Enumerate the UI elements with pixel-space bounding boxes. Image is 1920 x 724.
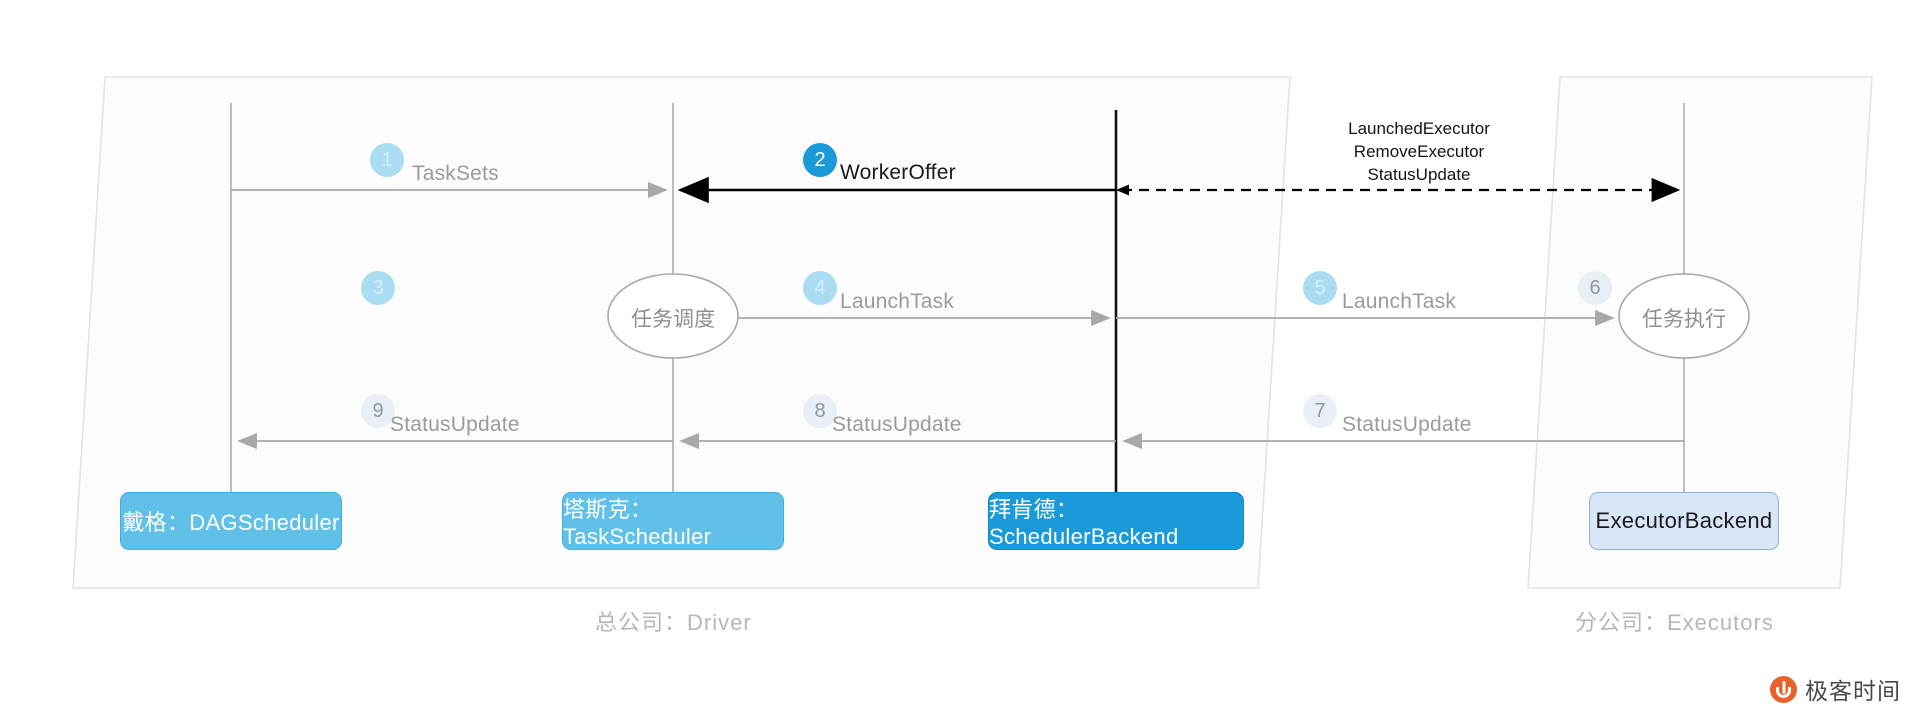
- participant-label-schedulerbackend: 拜肯德：SchedulerBackend: [989, 497, 1179, 549]
- zone-caption-executors: 分公司：Executors: [1575, 610, 1774, 635]
- message-badge-2: 2: [803, 143, 837, 177]
- message-label-statusupdate-7: StatusUpdate: [1342, 413, 1472, 436]
- rpc-label-removeexecutor: RemoveExecutor: [1353, 142, 1485, 161]
- rpc-label-statusupdate: StatusUpdate: [1367, 165, 1471, 184]
- message-badge-3: 3: [361, 271, 395, 305]
- zone-caption-driver: 总公司：Driver: [595, 610, 752, 635]
- activity-ellipse-scheduling: [607, 273, 739, 359]
- message-badge-4: 4: [803, 271, 837, 305]
- arrow-rpc-dashed-left-head: [1116, 184, 1129, 196]
- rpc-label-launchedexecutor: LaunchedExecutor: [1348, 119, 1490, 138]
- message-badge-8: 8: [803, 394, 837, 428]
- activity-label-scheduling: 任务调度: [631, 308, 715, 331]
- message-label-tasksets: TaskSets: [412, 162, 499, 185]
- participant-label-dagscheduler: 戴格：DAGScheduler: [122, 510, 340, 535]
- message-label-statusupdate-8: StatusUpdate: [832, 413, 962, 436]
- activity-label-execution: 任务执行: [1642, 308, 1726, 331]
- participant-label-executorbackend: ExecutorBackend: [1595, 508, 1773, 533]
- message-label-launchtask-2: LaunchTask: [1342, 290, 1457, 313]
- participant-box-schedulerbackend[interactable]: 拜肯德：SchedulerBackend: [988, 492, 1244, 550]
- activity-ellipse-execution: [1618, 273, 1750, 359]
- message-badge-5: 5: [1303, 271, 1337, 305]
- participant-box-executorbackend[interactable]: ExecutorBackend: [1589, 492, 1779, 550]
- participant-label-taskscheduler: 塔斯克：TaskScheduler: [563, 497, 712, 549]
- message-label-statusupdate-9: StatusUpdate: [390, 413, 520, 436]
- message-badge-7: 7: [1303, 394, 1337, 428]
- participant-box-dagscheduler[interactable]: 戴格：DAGScheduler: [120, 492, 342, 550]
- message-badge-1: 1: [370, 143, 404, 177]
- watermark-text: 极客时间: [1805, 678, 1901, 704]
- message-badge-6: 6: [1578, 271, 1612, 305]
- watermark: 极客时间: [1770, 672, 1901, 706]
- message-badge-9: 9: [361, 394, 395, 428]
- participant-box-taskscheduler[interactable]: 塔斯克：TaskScheduler: [562, 492, 784, 550]
- geek-time-logo-icon: [1770, 675, 1797, 703]
- message-label-workeroffer: WorkerOffer: [840, 161, 956, 184]
- message-label-launchtask-1: LaunchTask: [840, 290, 955, 313]
